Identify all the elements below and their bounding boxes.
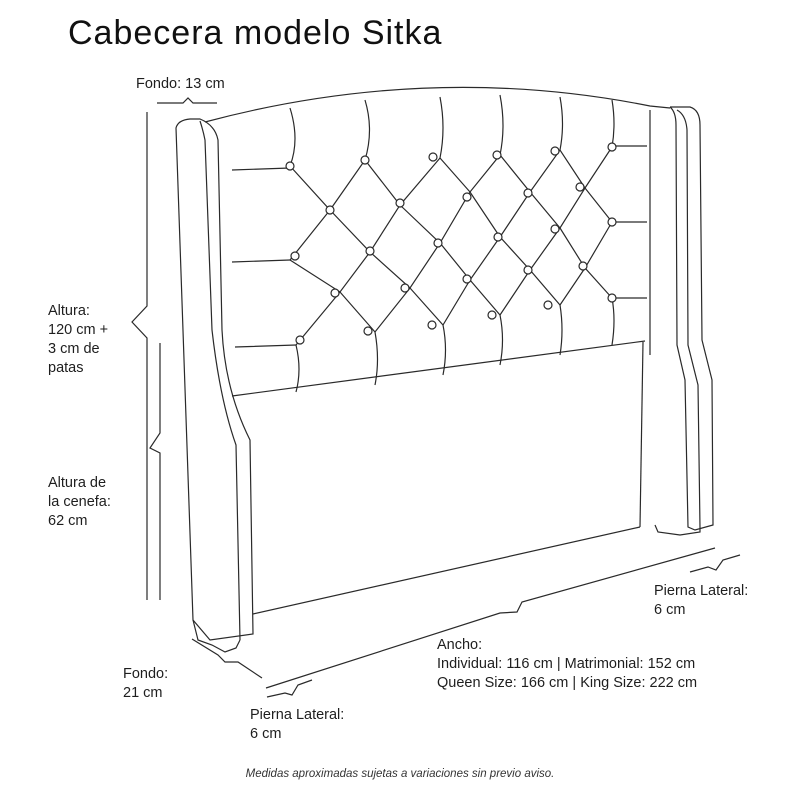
headboard-top-edge [204,86,671,123]
page-title: Cabecera modelo Sitka [68,14,443,52]
right-foot [654,524,701,536]
pierna-right-line-2: 6 cm [654,602,686,618]
pierna-left-line-2: 6 cm [250,726,282,742]
cenefa-line-2: la cenefa: [48,494,111,510]
cenefa-line-1: Altura de [48,475,107,491]
headboard-cenefa-line [231,340,646,397]
fondo-bottom-dimension-line [191,638,263,679]
fondo-bottom-line-2: 21 cm [123,685,163,701]
pierna-left-line-1: Pierna Lateral: [250,707,345,723]
altura-cenefa-label: Altura de la cenefa: 62 cm [48,474,111,531]
pierna-right-line-1: Pierna Lateral: [654,583,749,599]
altura-dimension-line [131,112,161,600]
left-wing [175,118,254,641]
fondo-bottom-line-1: Fondo: [123,666,169,682]
altura-line-1: Altura: [48,303,90,319]
pierna-lateral-right-label: Pierna Lateral: 6 cm [654,582,748,620]
fondo-top-dimension-line [157,97,217,104]
altura-line-4: patas [48,360,84,376]
right-wing [669,106,714,531]
ancho-heading: Ancho: [437,637,483,653]
altura-label: Altura: 120 cm + 3 cm de patas [48,302,108,378]
ancho-sizes-line-2: Queen Size: 166 cm | King Size: 222 cm [437,675,698,691]
left-foot [192,619,241,653]
pierna-right-dimension-line [689,554,741,573]
fondo-bottom-label: Fondo: 21 cm [123,665,168,703]
ancho-label: Ancho: Individual: 116 cm | Matrimonial:… [437,636,697,693]
cenefa-line-3: 62 cm [48,513,88,529]
fondo-top-label: Fondo: 13 cm [136,76,225,92]
tufting-pattern [231,94,647,393]
ancho-dimension-line [265,547,716,689]
pierna-lateral-left-label: Pierna Lateral: 6 cm [250,706,344,744]
pierna-left-dimension-line [266,679,313,698]
footnote: Medidas aproximadas sujetas a variacione… [245,768,555,780]
altura-line-2: 120 cm + [48,322,109,338]
ancho-sizes-line-1: Individual: 116 cm | Matrimonial: 152 cm [437,656,696,672]
altura-line-3: 3 cm de [48,341,100,357]
cenefa-bottom-edge [252,526,641,615]
